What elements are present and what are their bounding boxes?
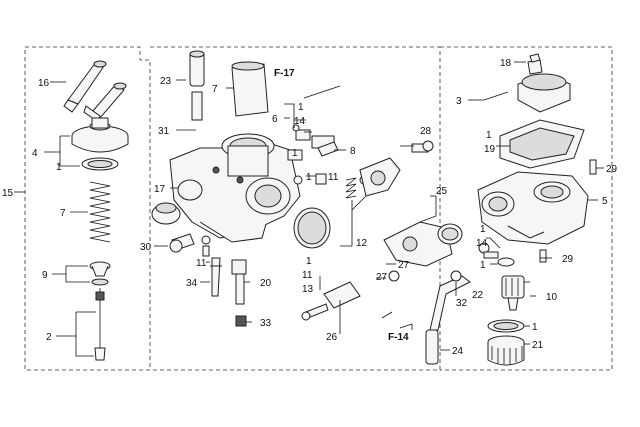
throttle-valve-spring bbox=[89, 181, 111, 243]
top-cover bbox=[517, 59, 571, 113]
carburetor-body bbox=[169, 133, 301, 243]
ref-label: 33 bbox=[260, 318, 272, 329]
intake-sleeve bbox=[231, 61, 269, 117]
ref-label: 32 bbox=[456, 298, 468, 309]
main-jet-holder bbox=[231, 259, 247, 305]
ref-label: 1 bbox=[532, 322, 538, 333]
choke-plunger bbox=[189, 50, 205, 121]
ref-label: 28 bbox=[420, 126, 432, 137]
ref-label: 1 bbox=[298, 102, 304, 113]
cable-elbow bbox=[63, 60, 127, 123]
pilot-screw-parts bbox=[315, 173, 369, 199]
small-fittings bbox=[292, 124, 462, 282]
ref-label: 29 bbox=[606, 164, 618, 175]
accel-pump bbox=[501, 275, 525, 311]
diaphragm-ring bbox=[487, 319, 525, 333]
bottom-cap bbox=[487, 335, 525, 366]
ref-label: 10 bbox=[546, 292, 558, 303]
main-jet bbox=[235, 315, 247, 327]
ref-label: 17 bbox=[154, 184, 166, 195]
ref-label: 6 bbox=[272, 114, 278, 125]
ref-label: 21 bbox=[532, 340, 544, 351]
fuel-tube-lower bbox=[301, 281, 361, 321]
needle-valve-set bbox=[287, 85, 341, 161]
reference-labels: 16 4 1 15 7 9 2 23 7 F-17 31 17 30 11 34… bbox=[2, 58, 618, 357]
needle-jet-holder bbox=[210, 257, 222, 297]
idle-jet bbox=[201, 235, 211, 257]
ref-label: 22 bbox=[472, 290, 484, 301]
float-chamber-body bbox=[477, 171, 589, 245]
middle-leaders bbox=[154, 79, 457, 351]
ref-label-figure: F-14 bbox=[388, 332, 409, 343]
diagram-frames bbox=[24, 46, 613, 371]
ref-label: 14 bbox=[294, 116, 306, 127]
vent-plug bbox=[529, 53, 541, 63]
float-bowl-connector bbox=[359, 140, 434, 197]
ref-label: 9 bbox=[42, 270, 48, 281]
ref-label: 14 bbox=[476, 238, 488, 249]
ref-label: 7 bbox=[212, 84, 218, 95]
float-valve-oring bbox=[497, 257, 515, 267]
chamber-screws bbox=[478, 159, 597, 263]
ref-label: 12 bbox=[356, 238, 368, 249]
ref-label: 1 bbox=[292, 148, 298, 159]
ref-label: 1 bbox=[480, 224, 486, 235]
drain-tube bbox=[425, 275, 471, 365]
ref-label: 4 bbox=[32, 148, 38, 159]
ref-label: 3 bbox=[456, 96, 462, 107]
ref-label: 19 bbox=[484, 144, 496, 155]
ref-label: 13 bbox=[302, 284, 314, 295]
drain-screw bbox=[169, 233, 195, 253]
carburetor-top-cap bbox=[71, 117, 129, 153]
ref-label-figure: F-17 bbox=[274, 68, 295, 79]
ref-label: 29 bbox=[562, 254, 574, 265]
needle-clip-retainer bbox=[89, 261, 111, 286]
ref-label: 23 bbox=[160, 76, 172, 87]
ref-label: 1 bbox=[306, 172, 312, 183]
ref-label: 31 bbox=[158, 126, 170, 137]
jet-needle bbox=[94, 288, 106, 361]
float-pin bbox=[483, 91, 509, 101]
ref-label: 27 bbox=[398, 260, 410, 271]
ref-label: 25 bbox=[436, 186, 448, 197]
ref-label: 1 bbox=[306, 256, 312, 267]
o-ring-large bbox=[293, 207, 331, 249]
air-screw-cap bbox=[151, 202, 181, 225]
ref-label: 26 bbox=[326, 332, 338, 343]
ref-label: 1 bbox=[486, 130, 492, 141]
ref-label: 11 bbox=[328, 172, 339, 183]
ref-label: 8 bbox=[350, 146, 356, 157]
left-leaders bbox=[14, 81, 96, 357]
ref-label: 34 bbox=[186, 278, 198, 289]
ref-label: 15 bbox=[2, 188, 14, 199]
fuel-valve-assembly bbox=[383, 221, 463, 267]
ref-label: 20 bbox=[260, 278, 272, 289]
ref-label: 5 bbox=[602, 196, 608, 207]
ref-label: 2 bbox=[46, 332, 52, 343]
ref-label: 1 bbox=[56, 162, 62, 173]
ref-label: 16 bbox=[38, 78, 50, 89]
ref-label: 18 bbox=[500, 58, 512, 69]
chamber-gasket bbox=[499, 119, 585, 169]
ref-label: 11 bbox=[302, 270, 313, 281]
ref-label: 7 bbox=[60, 208, 66, 219]
right-leaders bbox=[468, 61, 604, 345]
ref-label: 30 bbox=[140, 242, 152, 253]
cap-gasket bbox=[81, 157, 119, 171]
ref-label: 27 bbox=[376, 272, 388, 283]
ref-label: 1 bbox=[480, 260, 486, 271]
ref-label: 24 bbox=[452, 346, 464, 357]
ref-label: 11 bbox=[196, 258, 207, 269]
